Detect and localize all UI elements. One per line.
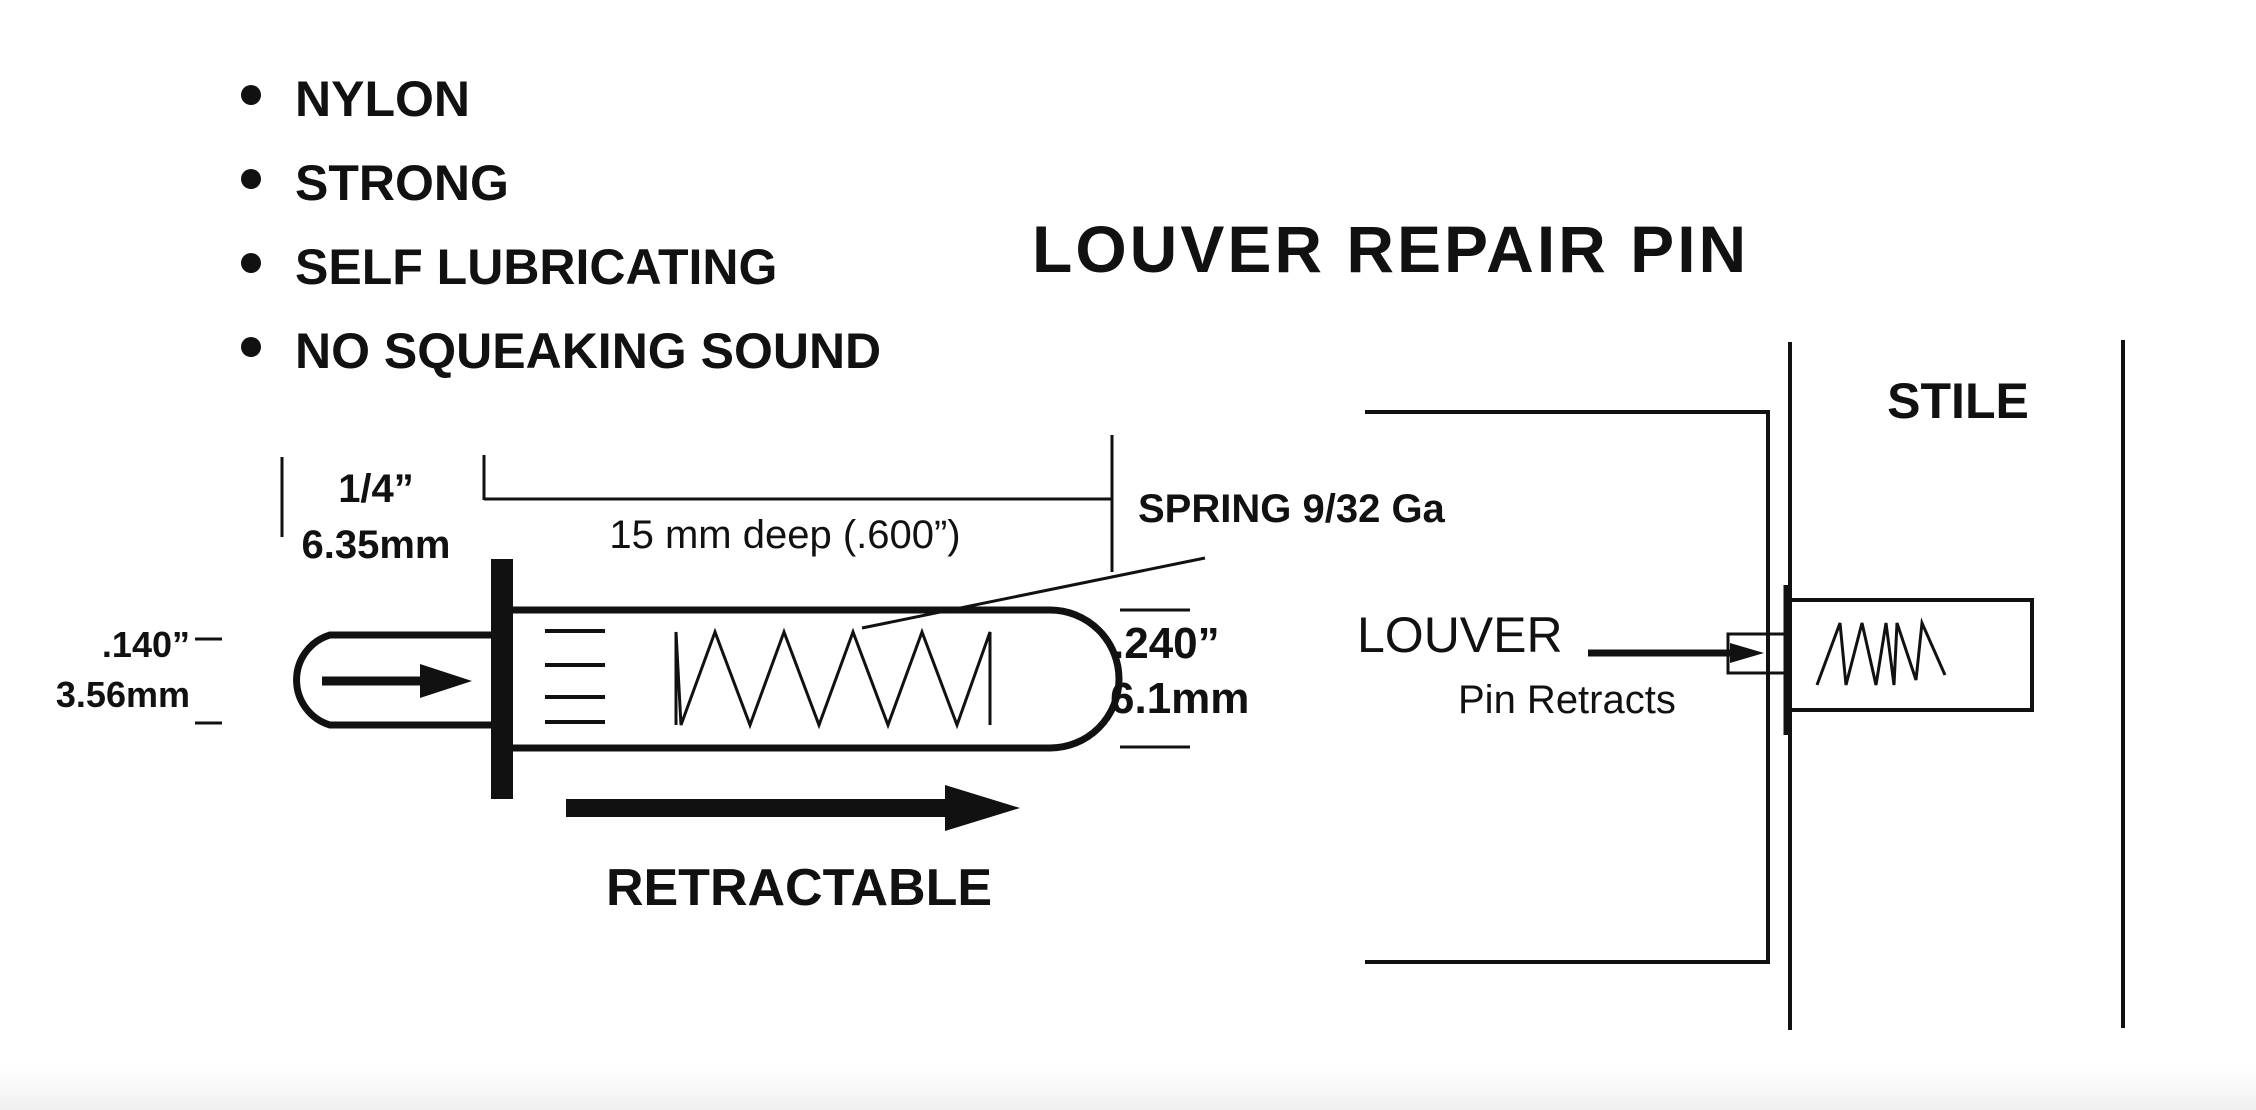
- feature-item: SELF LUBRICATING: [241, 239, 777, 295]
- feature-item: NYLON: [241, 71, 470, 127]
- installation-view: [1365, 340, 2125, 1030]
- bottom-shade: [0, 1068, 2256, 1110]
- feature-list: NYLON STRONG SELF LUBRICATING NO SQUEAKI…: [241, 71, 881, 379]
- retractable-label: RETRACTABLE: [606, 859, 992, 917]
- louver-outline: [1365, 410, 1770, 964]
- depth-label: 15 mm deep (.600”): [609, 513, 960, 557]
- bullet-icon: [241, 85, 261, 105]
- feature-item: STRONG: [241, 155, 509, 211]
- installed-pin-body: [1790, 598, 2034, 712]
- feature-item: NO SQUEAKING SOUND: [241, 323, 881, 379]
- feature-label: NYLON: [295, 71, 470, 127]
- pin-body: [513, 606, 1123, 752]
- pin-retracts-label: Pin Retracts: [1458, 678, 1676, 722]
- bullet-icon: [241, 337, 261, 357]
- installed-spring: [1815, 617, 1947, 686]
- feature-label: NO SQUEAKING SOUND: [295, 323, 881, 379]
- tip-diameter-mm: 3.56mm: [56, 674, 190, 715]
- body-diameter-inch: .240”: [1112, 619, 1220, 668]
- feature-label: SELF LUBRICATING: [295, 239, 777, 295]
- diagram-title: LOUVER REPAIR PIN: [1032, 212, 1749, 286]
- stile-label: STILE: [1887, 373, 2029, 429]
- head-width-inch: 1/4”: [338, 467, 414, 511]
- spring-leader: [861, 556, 1206, 630]
- pin-flange: [491, 559, 513, 799]
- retractable-arrow-head: [945, 785, 1020, 831]
- louver-arrow-head: [1730, 643, 1764, 663]
- head-width-mm: 6.35mm: [302, 523, 451, 567]
- body-diameter-mm: 6.1mm: [1110, 674, 1249, 723]
- tip-diameter-inch: .140”: [102, 624, 190, 665]
- pin-drawing: [195, 435, 1206, 831]
- spring-label: SPRING 9/32 Ga: [1138, 487, 1446, 531]
- feature-label: STRONG: [295, 155, 509, 211]
- spring-coil: [674, 627, 992, 730]
- pin-tip: [293, 631, 496, 729]
- louver-label: LOUVER: [1357, 607, 1563, 663]
- bullet-icon: [241, 169, 261, 189]
- bullet-icon: [241, 253, 261, 273]
- retract-arrow-head: [420, 664, 472, 698]
